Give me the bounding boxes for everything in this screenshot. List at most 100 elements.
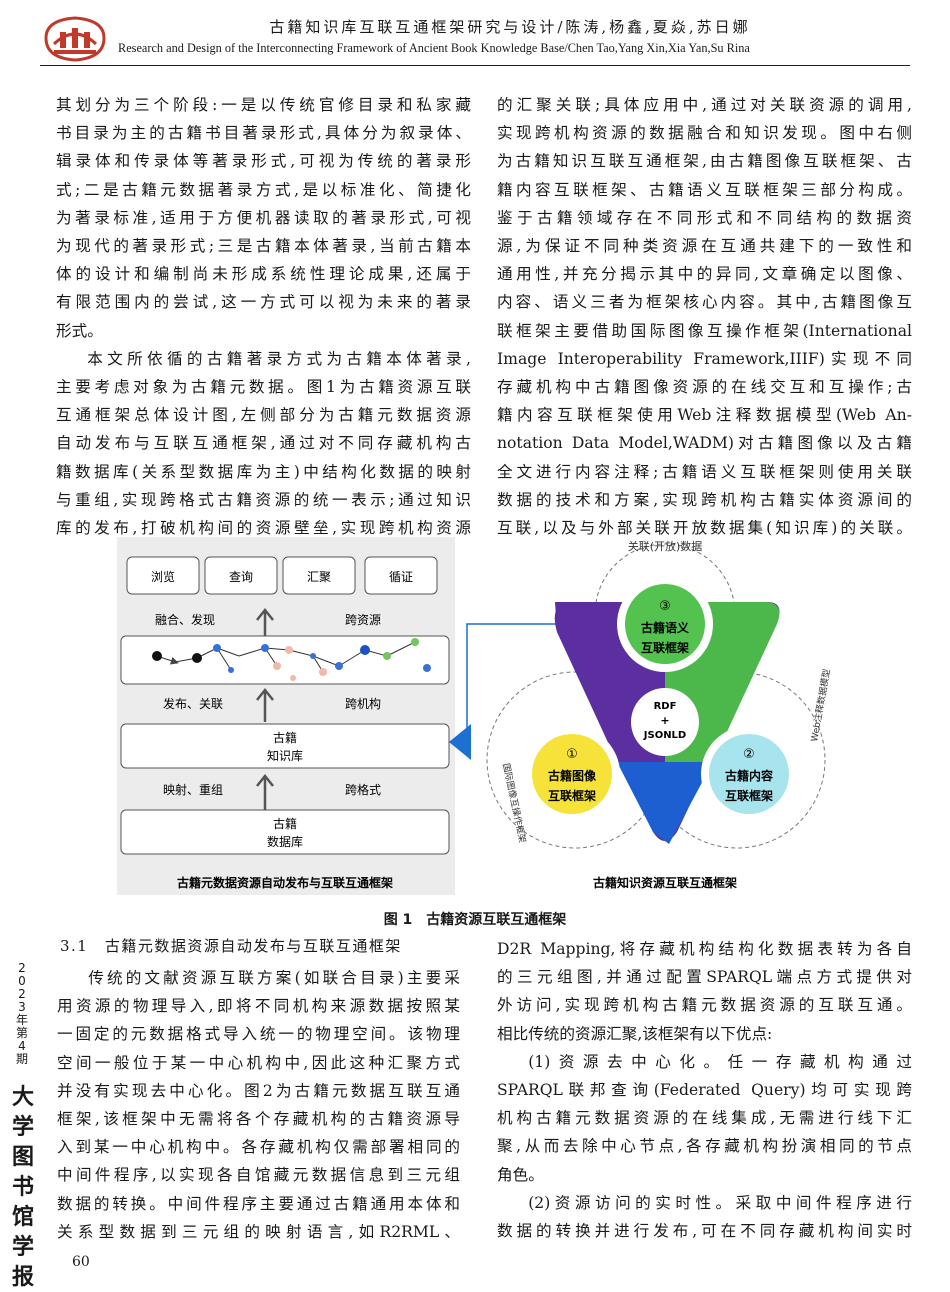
top-box-browse: 浏览 [126,556,200,595]
text-line: 内容、语义三者为框架核心内容。其中,古籍图像互 [497,293,912,312]
left-column-top: 其划分为三个阶段:一是以传统官修目录和私家藏书目录为主的古籍书目著录形式,具体分… [56,91,471,542]
svg-text:古籍: 古籍 [273,816,297,831]
label-fusion: 融合、发现 [155,612,215,627]
text-line: 传统的文献资源互联方案(如联合目录)主要采 [88,969,460,987]
svg-text:互联框架: 互联框架 [725,788,773,803]
text-line: 并没有实现去中心化。图2为古籍元数据互联互通 [57,1081,460,1100]
top-box-aggregate: 汇聚 [282,556,356,595]
arrow-up-2 [256,687,274,722]
label-publish: 发布、关联 [163,696,223,711]
text-line: 自动发布与互联互通框架,通过对不同存藏机构古 [56,434,471,453]
side-journal-name: 大学图书馆学报 [11,1084,34,1290]
journal-logo-icon [42,14,108,62]
text-line: 实现跨机构资源的数据融合和知识发现。图中右侧 [497,124,912,143]
svg-text:RDF: RDF [654,701,677,712]
knowledge-base-box: 古籍 知识库 [120,723,450,769]
svg-text:浏览: 浏览 [151,569,175,584]
svg-text:知识库: 知识库 [267,748,303,763]
text-line: 数据的转换并进行发布,可在不同存藏机构间实时 [497,1222,912,1241]
label-mapping: 映射、重组 [163,782,223,797]
database-box: 古籍 数据库 [120,809,450,855]
text-line: 式;二是古籍元数据著录方式,是以标准化、简捷化 [56,180,471,199]
top-box-evidence: 循证 [364,556,438,595]
text-line: 籍内容互联框架、古籍语义互联框架三部分构成。 [497,180,912,199]
connector-line [449,623,565,743]
text-line: 机构古籍元数据资源的在线集成,无需进行线下汇 [497,1109,912,1128]
text-line: 体的设计和编制尚未形成系统性理论成果,还属于 [56,265,471,284]
section-title: 3.1 古籍元数据资源自动发布与互联互通框架 [60,937,402,955]
svg-text:关联(开放)数据: 关联(开放)数据 [628,539,703,553]
label-cross-resource: 跨资源 [345,613,381,627]
text-line: 互联,以及与外部关联开放数据集(知识库)的关联。 [497,519,912,538]
text-line: (1)资源去中心化。任一存藏机构通过 [528,1052,912,1071]
text-line: 互通框架总体设计图,左侧部分为古籍元数据资源 [56,406,471,425]
label-cross-format: 跨格式 [345,782,381,797]
svg-text:互联框架: 互联框架 [548,788,596,803]
text-line: 数据的技术和方案,实现跨机构古籍实体资源间的 [497,490,912,509]
running-header-subtitle: Research and Design of the Interconnecti… [118,41,750,55]
svg-text:JSONLD: JSONLD [643,730,686,741]
text-line: 用资源的物理导入,即将不同机构来源数据按照某 [57,997,460,1016]
text-line: 联框架主要借助国际图像互操作框架(International [497,321,912,340]
text-line: 主要考虑对象为古籍元数据。图1为古籍资源互联 [56,378,471,397]
figure-1: 浏览 查询 汇聚 循证 融合、发现 跨资源 发布、关联 跨机构 古籍 知识库 [117,532,907,902]
svg-text:+: + [660,714,669,727]
running-header-title: 古籍知识库互联互通框架研究与设计/陈涛,杨鑫,夏焱,苏日娜 [269,18,751,36]
svg-text:汇聚: 汇聚 [307,570,331,584]
top-box-query: 查询 [204,556,278,595]
text-line: 形式。 [56,321,103,340]
arrow-up-3 [256,773,274,810]
svg-text:古籍: 古籍 [273,730,297,745]
text-line: 关系型数据到三元组的映射语言,如R2RML、 [57,1222,460,1241]
text-line: 外访问,实现跨机构古籍元数据资源的互联互通。 [497,996,912,1015]
text-line: 为著录标准,适用于方便机器读取的著录形式,可视 [56,208,471,227]
text-line: 数据的转换。中间件程序主要通过古籍通用本体和 [57,1194,460,1213]
text-line: 与重组,实现跨格式古籍资源的统一表示;通过知识 [56,490,471,509]
text-line: 一固定的元数据格式导入统一的物理空间。该物理 [57,1025,460,1044]
text-line: 鉴于古籍领域存在不同形式和不同结构的数据资 [497,208,912,227]
text-line: notation Data Model,WADM)对古籍图像以及古籍 [497,434,912,453]
svg-text:③: ③ [659,599,671,614]
text-line: (2)资源访问的实时性。采取中间件程序进行 [528,1193,912,1212]
text-line: 相比传统的资源汇聚,该框架有以下优点: [497,1024,773,1043]
text-line: Image Interoperability Framework,IIIF)实现… [497,349,912,368]
text-line: 角色。 [497,1165,544,1184]
text-line: 书目录为主的古籍书目著录形式,具体分为叙录体、 [56,124,471,143]
text-line: SPARQL联邦查询(Federated Query)均可实现跨 [497,1081,912,1100]
text-line: 籍内容互联框架使用Web注释数据模型(Web An- [497,406,912,425]
text-line: 为古籍知识互联互通框架,由古籍图像互联框架、古 [497,152,912,171]
svg-text:互联框架: 互联框架 [641,640,689,655]
graph-nodes [152,638,431,681]
figure-caption: 图 1 古籍资源互联互通框架 [383,912,567,928]
page-number: 60 [72,1254,90,1270]
right-column-bottom: D2R Mapping,将存藏机构结构化数据表转为各自的三元组图,并通过配置SP… [497,935,912,1245]
text-line: D2R Mapping,将存藏机构结构化数据表转为各自 [497,940,912,958]
text-line: 通用性,并充分揭示其中的异同,文章确定以图像、 [497,265,912,284]
svg-text:循证: 循证 [389,570,413,584]
text-line: 籍数据库(关系型数据库为主)中结构化数据的映射 [56,462,471,481]
text-line: 聚,从而去除中心节点,各存藏机构扮演相同的节点 [497,1137,912,1156]
svg-text:查询: 查询 [229,570,253,584]
right-figure-caption: 古籍知识资源互联互通框架 [593,875,737,890]
text-line: 中间件程序,以实现各自馆藏元数据信息到三元组 [57,1166,460,1185]
text-line: 有限范围内的尝试,这一方式可以视为未来的著录 [56,293,471,312]
knowledge-framework-diagram: RDF + JSONLD ③ 古籍语义 互联框架 ① 古籍图像 互联框架 ② 古… [486,539,833,849]
text-line: 为现代的著录形式;三是古籍本体著录,当前古籍本 [56,237,471,256]
text-line: 的三元组图,并通过配置SPARQL端点方式提供对 [497,968,912,987]
text-line: 源,为保证不同种类资源在互通共建下的一致性和 [497,237,912,256]
text-line: 辑录体和传录体等著录形式,可视为传统的著录形 [56,152,471,171]
svg-text:古籍图像: 古籍图像 [548,768,597,783]
label-cross-institution: 跨机构 [345,696,381,711]
svg-text:①: ① [566,747,578,762]
left-figure-caption: 古籍元数据资源自动发布与互联互通框架 [177,875,393,890]
left-column-bottom: 传统的文献资源互联方案(如联合目录)主要采用资源的物理导入,即将不同机构来源数据… [57,964,460,1246]
arrow-up-1 [256,607,274,640]
text-line: 本文所依循的古籍著录方式为古籍本体著录, [87,349,471,368]
svg-text:古籍内容: 古籍内容 [725,768,773,783]
text-line: 框架,该框架中无需将各个存藏机构的古籍资源导 [57,1110,460,1129]
svg-text:古籍语义: 古籍语义 [641,620,690,635]
svg-text:Web注释数据模型: Web注释数据模型 [808,668,833,743]
text-line: 存藏机构中古籍图像资源的在线交互和互操作;古 [497,378,912,397]
text-line: 库的发布,打破机构间的资源壁垒,实现跨机构资源 [56,519,471,538]
